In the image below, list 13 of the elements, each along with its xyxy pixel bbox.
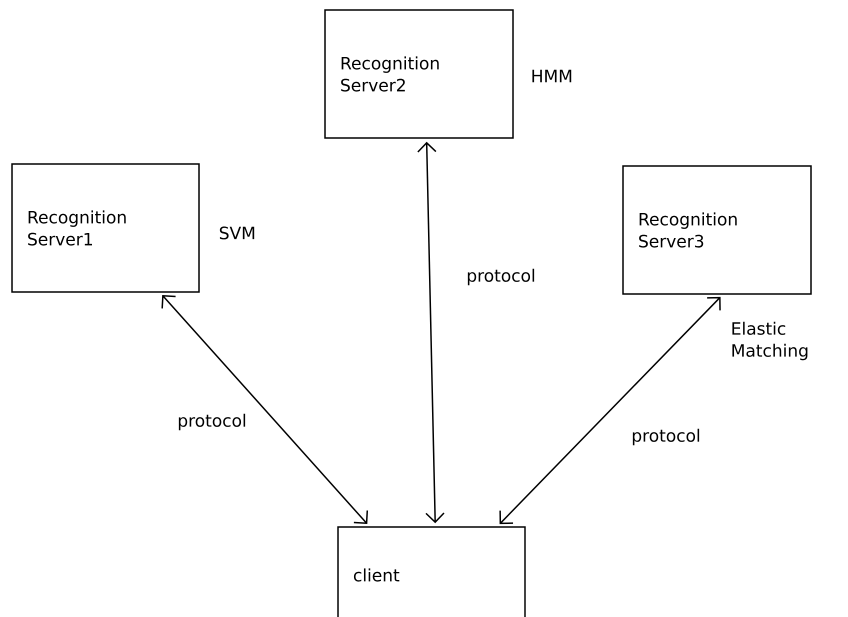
server-box: Recognition Server2 xyxy=(324,9,514,139)
client-box: client xyxy=(337,526,526,617)
server-box: Recognition Server1 xyxy=(11,163,200,293)
double-arrow xyxy=(161,294,368,524)
algorithm-label: Elastic Matching xyxy=(732,322,808,360)
server-box: Recognition Server3 xyxy=(622,165,812,295)
algorithm-label: SVM xyxy=(220,226,254,240)
algorithm-label: HMM xyxy=(532,70,572,82)
edge-label: protocol xyxy=(632,428,700,446)
double-arrow xyxy=(417,142,445,524)
edge-label: protocol xyxy=(178,414,246,430)
double-arrow xyxy=(499,296,721,524)
edge-label: protocol xyxy=(468,268,534,286)
